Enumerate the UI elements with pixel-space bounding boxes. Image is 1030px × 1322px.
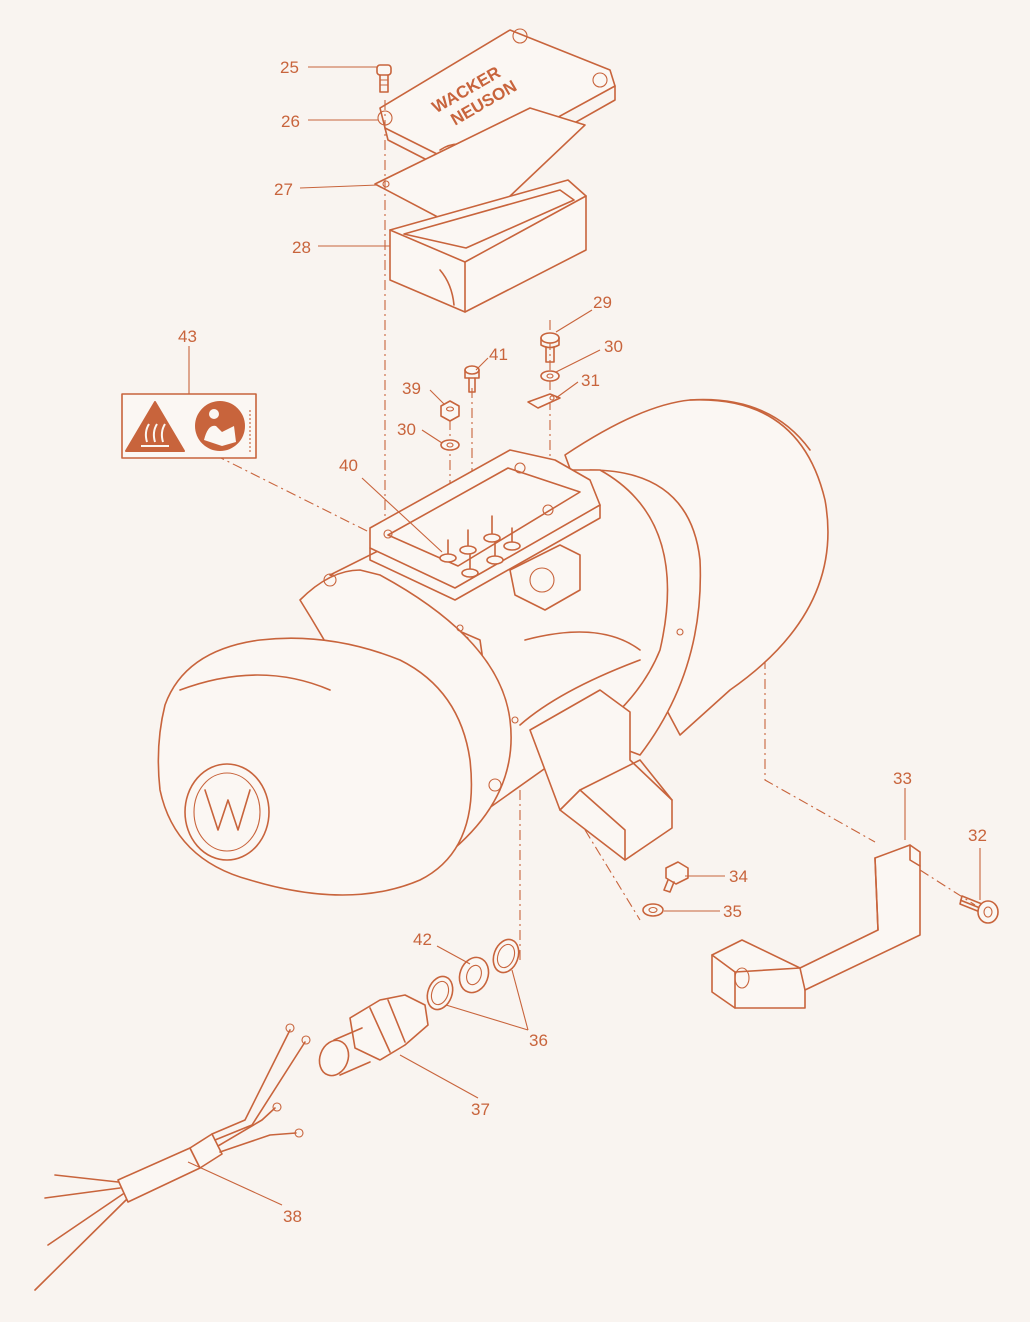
- callout-38: 38: [283, 1207, 302, 1226]
- cable-lug-31: [527, 393, 561, 409]
- callout-26: 26: [281, 112, 300, 131]
- callout-34: 34: [729, 867, 748, 886]
- callout-27: 27: [274, 180, 293, 199]
- callout-labels: 25 26 27 28 29 30 31 41 39 30 43 40 33 3…: [178, 58, 987, 1226]
- callout-30-lower: 30: [397, 420, 416, 439]
- seal-ring-36-lower: [426, 975, 454, 1011]
- callout-39: 39: [402, 379, 421, 398]
- screw-25: [376, 64, 392, 93]
- callout-35: 35: [723, 902, 742, 921]
- callout-40: 40: [339, 456, 358, 475]
- washer-30-upper: [540, 370, 560, 382]
- terminal-cover: WACKER NEUSON: [377, 28, 616, 183]
- wacker-w-logo-icon: [184, 763, 270, 861]
- callout-37: 37: [471, 1100, 490, 1119]
- screw-29: [540, 332, 560, 363]
- callout-25: 25: [280, 58, 299, 77]
- callout-30-upper: 30: [604, 337, 623, 356]
- washer-35: [642, 903, 664, 917]
- nut-39: [440, 400, 460, 422]
- terminal-studs: [439, 515, 521, 578]
- screw-32: [959, 895, 999, 924]
- leader-lines: [187, 66, 981, 1206]
- centerline-foot-bolt: [459, 624, 641, 921]
- callout-33: 33: [893, 769, 912, 788]
- callout-42: 42: [413, 930, 432, 949]
- warning-label-43: [121, 393, 257, 459]
- callout-36: 36: [529, 1031, 548, 1050]
- terminal-frame-28: [389, 179, 587, 313]
- power-cable-38: [34, 1023, 311, 1291]
- hot-surface-warning-icon: [125, 401, 185, 452]
- handle-33: [711, 844, 921, 1009]
- callout-31: 31: [581, 371, 600, 390]
- callout-32: 32: [968, 826, 987, 845]
- read-manual-icon: [195, 401, 245, 451]
- terminal-box-base: [369, 449, 601, 611]
- seal-ring-36-upper: [492, 938, 520, 974]
- washer-30-lower: [440, 439, 460, 451]
- bolt-34: [663, 861, 689, 893]
- cable-gland-37: [318, 994, 429, 1077]
- callout-43: 43: [178, 327, 197, 346]
- callout-41: 41: [489, 345, 508, 364]
- bushing-42: [458, 956, 490, 994]
- centerline-screw-32: [919, 869, 976, 906]
- callout-29: 29: [593, 293, 612, 312]
- screw-41: [464, 365, 480, 393]
- callout-28: 28: [292, 238, 311, 257]
- centerline-label-43: [214, 454, 386, 541]
